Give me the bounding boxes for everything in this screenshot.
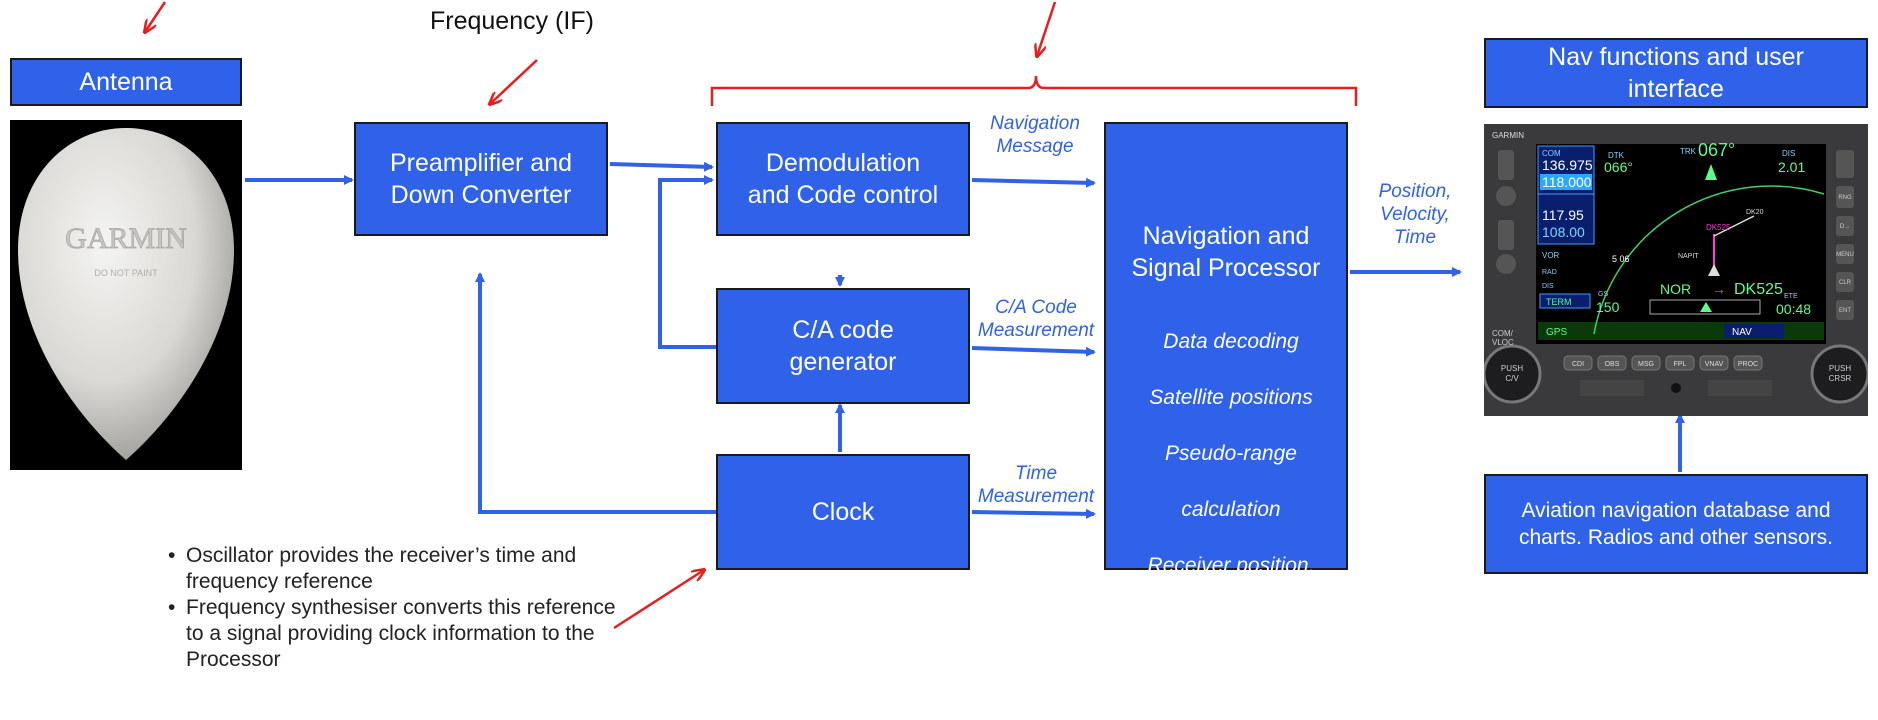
svg-text:PUSH: PUSH xyxy=(1829,364,1851,373)
note-item: Frequency synthesiser converts this refe… xyxy=(168,595,616,673)
arrow-nav-message xyxy=(971,177,1096,188)
red-arrow-antenna xyxy=(145,1,167,32)
svg-text:NAPIT: NAPIT xyxy=(1678,253,1699,260)
pvt-label: Position, Velocity, Time xyxy=(1378,181,1452,248)
svg-text:118.000: 118.000 xyxy=(1542,174,1592,190)
nav-processor-list: Data decoding Satellite positions Pseudo… xyxy=(1124,300,1338,720)
svg-text:ETE: ETE xyxy=(1784,293,1798,300)
red-arrow-clock xyxy=(613,570,704,630)
svg-text:108.00: 108.00 xyxy=(1542,224,1585,240)
svg-text:067°: 067° xyxy=(1698,140,1735,160)
svg-text:DTK: DTK xyxy=(1608,151,1625,160)
np-item: calculation xyxy=(1181,498,1281,521)
svg-text:00:48: 00:48 xyxy=(1776,301,1811,317)
arrow-preamp-to-demod xyxy=(609,161,714,172)
svg-text:VLOC: VLOC xyxy=(1492,338,1514,347)
gps-unit-drawing: GARMIN PUSH C/V COM/ VLOC RNG D→ MENU CL… xyxy=(1482,124,1870,416)
connector-layer xyxy=(0,1,1685,630)
svg-text:PROC: PROC xyxy=(1738,361,1758,368)
clock-block: Clock xyxy=(716,454,970,570)
svg-text:ENT: ENT xyxy=(1839,308,1851,314)
svg-text:D→: D→ xyxy=(1840,224,1850,230)
np-item: Data decoding xyxy=(1163,330,1299,353)
svg-text:CDI: CDI xyxy=(1572,361,1584,368)
ca-generator-block: C/A code generator xyxy=(716,288,970,404)
svg-text:GS: GS xyxy=(1598,291,1608,298)
antenna-warning: DO NOT PAINT xyxy=(94,268,158,278)
database-box: Aviation navigation database and charts.… xyxy=(1484,474,1868,574)
svg-text:COM/: COM/ xyxy=(1492,329,1514,338)
arrow-ca-feedback xyxy=(658,175,716,349)
demod-block: Demodulation and Code control xyxy=(716,122,970,236)
svg-text:NOR: NOR xyxy=(1660,281,1691,297)
antenna-photo: GARMIN DO NOT PAINT xyxy=(10,120,242,470)
svg-text:OBS: OBS xyxy=(1605,361,1620,368)
svg-text:2.01: 2.01 xyxy=(1778,159,1805,175)
antenna-drawing: GARMIN DO NOT PAINT xyxy=(18,128,234,460)
gps-unit: GARMIN PUSH C/V COM/ VLOC RNG D→ MENU CL… xyxy=(1482,124,1870,416)
arrow-time-measurement xyxy=(971,508,1096,519)
svg-text:136.975: 136.975 xyxy=(1542,157,1593,173)
nav-functions-box: Nav functions and user interface xyxy=(1484,38,1868,108)
svg-text:DIS: DIS xyxy=(1542,283,1554,290)
preamp-block: Preamplifier and Down Converter xyxy=(354,122,608,236)
if-label: Frequency (IF) xyxy=(430,7,594,35)
svg-text:5 06: 5 06 xyxy=(1612,254,1630,264)
svg-text:DIS: DIS xyxy=(1782,149,1795,158)
time-measurement-label: Time Measurement xyxy=(977,463,1095,507)
red-arrow-preamp xyxy=(490,59,538,104)
svg-text:DK525: DK525 xyxy=(1706,223,1731,232)
nav-message-label: Navigation Message xyxy=(990,113,1080,157)
red-arrow-processor xyxy=(1037,1,1057,56)
svg-text:RNG: RNG xyxy=(1838,195,1852,201)
np-item: velocity and time xyxy=(1152,610,1310,633)
svg-text:VNAV: VNAV xyxy=(1705,361,1724,368)
np-item: calculations xyxy=(1176,666,1286,689)
svg-text:CLR: CLR xyxy=(1839,280,1852,286)
red-bracket xyxy=(710,75,1358,106)
antenna-label-box: Antenna xyxy=(10,58,242,106)
antenna-logo: GARMIN xyxy=(65,222,187,255)
arrow-clock-to-preamp xyxy=(475,272,716,514)
svg-text:RAD: RAD xyxy=(1542,269,1557,276)
np-item: Pseudo-range xyxy=(1165,442,1297,465)
gps-brand: GARMIN xyxy=(1492,131,1524,140)
arrow-ca-measurement xyxy=(971,346,1096,357)
svg-text:FPL: FPL xyxy=(1674,361,1687,368)
svg-text:150: 150 xyxy=(1596,299,1620,315)
clock-notes: Oscillator provides the receiver’s time … xyxy=(168,543,636,673)
svg-text:→: → xyxy=(1712,281,1726,297)
svg-text:117.95: 117.95 xyxy=(1542,207,1584,223)
nav-processor-title: Navigation and Signal Processor xyxy=(1131,222,1321,282)
svg-text:066°: 066° xyxy=(1604,159,1633,175)
svg-text:TERM: TERM xyxy=(1546,297,1572,307)
svg-text:C/V: C/V xyxy=(1505,374,1519,383)
svg-text:VOR: VOR xyxy=(1542,251,1560,260)
nav-processor-block: Navigation and Signal Processor Data dec… xyxy=(1104,122,1348,689)
svg-text:PUSH: PUSH xyxy=(1501,364,1523,373)
ca-measurement-label: C/A Code Measurement xyxy=(977,297,1095,341)
svg-text:TRK: TRK xyxy=(1680,147,1697,156)
svg-text:DK20: DK20 xyxy=(1746,209,1764,216)
svg-text:MSG: MSG xyxy=(1638,361,1654,368)
svg-text:MENU: MENU xyxy=(1836,252,1854,258)
svg-text:GPS: GPS xyxy=(1546,327,1567,338)
note-item: Oscillator provides the receiver’s time … xyxy=(168,543,636,595)
np-item: Satellite positions xyxy=(1149,386,1313,409)
svg-text:NAV: NAV xyxy=(1732,327,1752,338)
svg-text:CRSR: CRSR xyxy=(1829,374,1852,383)
np-item: Receiver position, xyxy=(1147,554,1315,577)
svg-text:COM: COM xyxy=(1542,149,1561,158)
svg-text:DK525: DK525 xyxy=(1734,281,1783,298)
